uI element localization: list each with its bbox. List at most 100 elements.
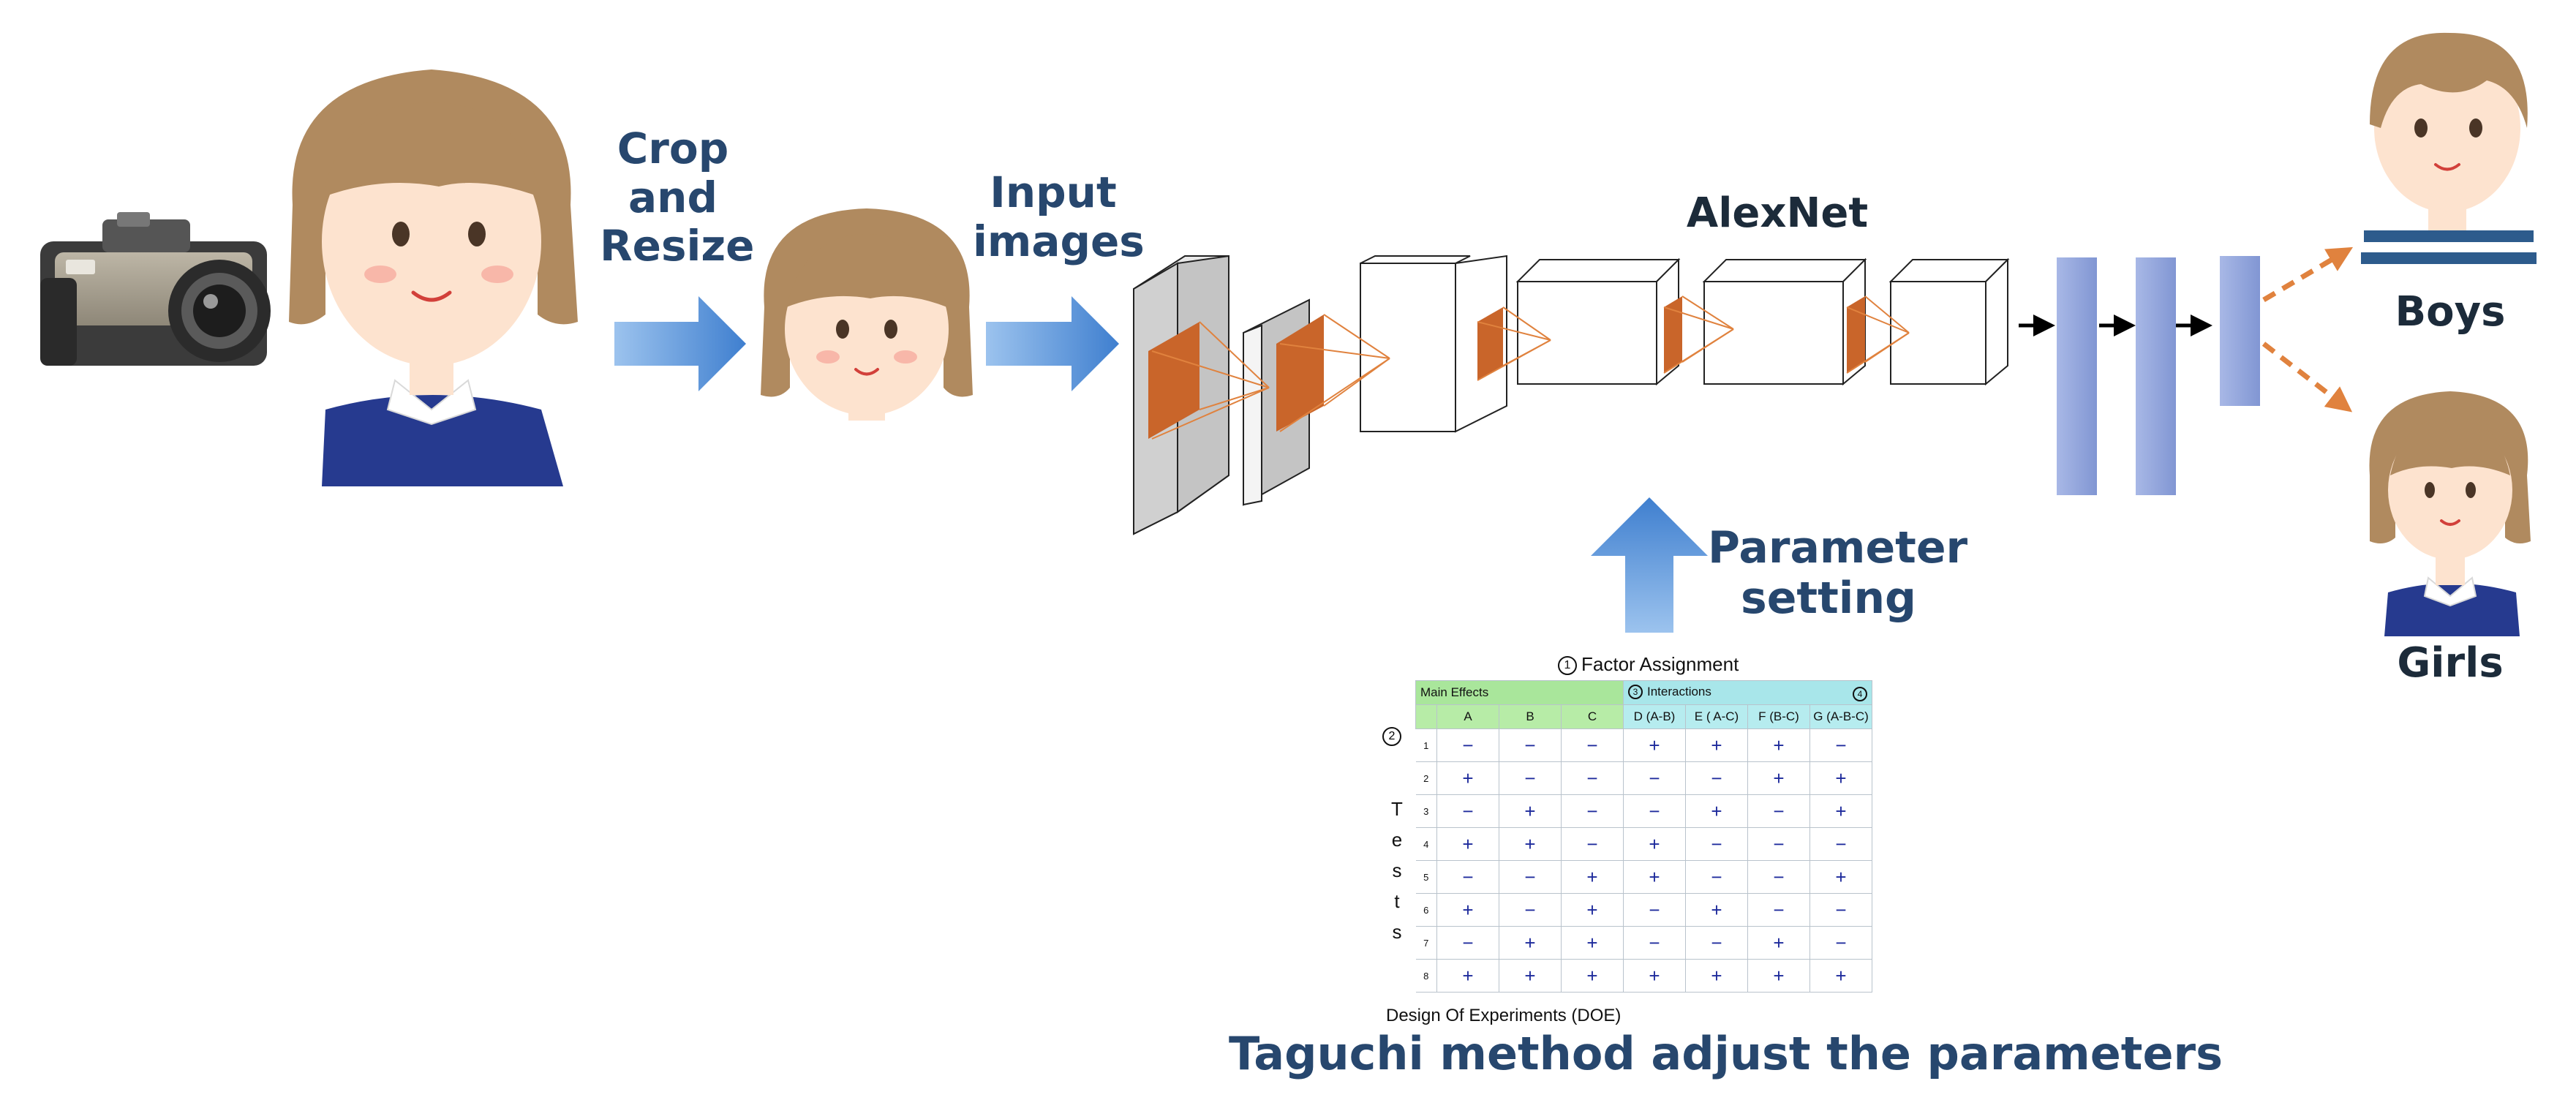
input-images-label: Input images — [973, 167, 1145, 266]
crop-resize-arrow — [614, 296, 746, 391]
parameter-setting-label: Parameter setting — [1708, 522, 1968, 624]
table-cell: + — [1436, 893, 1499, 927]
doe-col-header: D (A-B) — [1623, 704, 1686, 729]
doe-col-header: F (B-C) — [1747, 704, 1810, 729]
table-cell: − — [1561, 827, 1624, 861]
table-cell: + — [1685, 728, 1748, 762]
doe-interactions-number: 3 — [1628, 685, 1643, 700]
doe-body: 1 − − − + + + − 2 + − − − − + + 3 − + − … — [1415, 728, 1872, 993]
table-cell: + — [1809, 860, 1872, 894]
table-cell: − — [1623, 926, 1686, 960]
crop-resize-line-2: and — [628, 172, 718, 222]
test-number: 8 — [1415, 959, 1437, 993]
doe-group-main: Main Effects — [1415, 680, 1624, 705]
table-cell: + — [1436, 827, 1499, 861]
boys-label: Boys — [2395, 288, 2506, 336]
tests-number-circle: 2 — [1382, 727, 1401, 746]
table-cell: − — [1747, 893, 1810, 927]
output-arrows — [2261, 246, 2354, 413]
conv-layer-6 — [1888, 257, 2010, 386]
table-cell: + — [1747, 926, 1810, 960]
doe-col-header: B — [1499, 704, 1562, 729]
table-cell: + — [1499, 827, 1562, 861]
table-cell: − — [1436, 728, 1499, 762]
table-cell: − — [1747, 794, 1810, 828]
doe-interactions-label: Interactions — [1647, 684, 1711, 698]
alexnet-network — [1133, 246, 2354, 535]
table-cell: − — [1623, 893, 1686, 927]
table-cell: − — [1499, 860, 1562, 894]
table-cell: + — [1561, 926, 1624, 960]
fc-layer-1 — [2057, 257, 2097, 495]
table-cell: + — [1685, 794, 1748, 828]
girl-portrait-large — [278, 44, 585, 490]
table-cell: + — [1809, 794, 1872, 828]
doe-caption: Design Of Experiments (DOE) — [1386, 1006, 1622, 1025]
input-images-line-1: Input — [990, 167, 1117, 217]
alexnet-label: AlexNet — [1686, 189, 1869, 237]
table-cell: + — [1809, 761, 1872, 795]
table-cell: + — [1747, 959, 1810, 993]
table-cell: − — [1623, 794, 1686, 828]
parameter-up-arrow — [1591, 497, 1708, 633]
doe-group-interactions: 3 Interactions 4 — [1623, 680, 1872, 705]
table-cell: + — [1623, 827, 1686, 861]
table-cell: + — [1623, 860, 1686, 894]
table-row: 5 − − + + − − + — [1415, 860, 1872, 894]
crop-resize-line-1: Crop — [617, 124, 729, 173]
parameter-setting-line-1: Parameter — [1708, 522, 1968, 573]
table-row: 3 − + − − + − + — [1415, 794, 1872, 828]
girls-label: Girls — [2397, 639, 2504, 687]
girl-face-cropped — [753, 201, 980, 428]
doe-corner-number: 4 — [1853, 686, 1867, 701]
table-cell: + — [1499, 794, 1562, 828]
table-cell: − — [1623, 761, 1686, 795]
table-cell: − — [1685, 860, 1748, 894]
table-cell: − — [1561, 728, 1624, 762]
boy-icon — [2359, 32, 2538, 289]
doe-title-number: 1 — [1558, 656, 1577, 676]
doe-header-row: A B C D (A-B) E ( A-C) F (B-C) G (A-B-C) — [1415, 704, 1872, 729]
table-cell: + — [1436, 959, 1499, 993]
input-images-line-2: images — [973, 216, 1145, 266]
girl-icon — [2369, 391, 2531, 636]
doe-col-header: A — [1436, 704, 1499, 729]
table-cell: − — [1809, 926, 1872, 960]
table-cell: − — [1747, 827, 1810, 861]
table-cell: − — [1436, 926, 1499, 960]
conv-connections — [1151, 295, 1910, 440]
crop-resize-label: Crop and Resize — [600, 124, 755, 271]
table-cell: + — [1685, 959, 1748, 993]
doe-col-header: G (A-B-C) — [1809, 704, 1872, 729]
doe-col-header: E ( A-C) — [1685, 704, 1748, 729]
table-cell: + — [1499, 959, 1562, 993]
table-row: 7 − + + − − + − — [1415, 926, 1872, 960]
table-cell: + — [1747, 761, 1810, 795]
doe-title-text: Factor Assignment — [1581, 653, 1739, 675]
table-cell: + — [1561, 959, 1624, 993]
table-row: 1 − − − + + + − — [1415, 728, 1872, 762]
taguchi-caption: Taguchi method adjust the parameters — [1229, 1027, 2223, 1080]
table-cell: + — [1561, 860, 1624, 894]
conv-layer-5 — [1664, 257, 1867, 386]
table-row: 2 + − − − − + + — [1415, 761, 1872, 795]
table-cell: + — [1685, 893, 1748, 927]
table-cell: − — [1436, 860, 1499, 894]
conv-layer-2 — [1243, 298, 1324, 506]
table-cell: − — [1499, 893, 1562, 927]
table-cell: − — [1809, 827, 1872, 861]
table-row: 6 + − + − + − − — [1415, 893, 1872, 927]
table-cell: + — [1623, 728, 1686, 762]
test-number: 1 — [1415, 728, 1437, 762]
crop-resize-line-3: Resize — [600, 221, 755, 271]
table-cell: − — [1499, 728, 1562, 762]
table-cell: − — [1747, 860, 1810, 894]
conv-layer-4 — [1477, 257, 1681, 386]
doe-table: Main Effects 3 Interactions 4 A B C D (A-… — [1415, 680, 1872, 993]
test-number: 3 — [1415, 794, 1437, 828]
parameter-setting-line-2: setting — [1741, 573, 1916, 624]
table-cell: − — [1499, 761, 1562, 795]
test-number: 5 — [1415, 860, 1437, 894]
table-cell: + — [1623, 959, 1686, 993]
